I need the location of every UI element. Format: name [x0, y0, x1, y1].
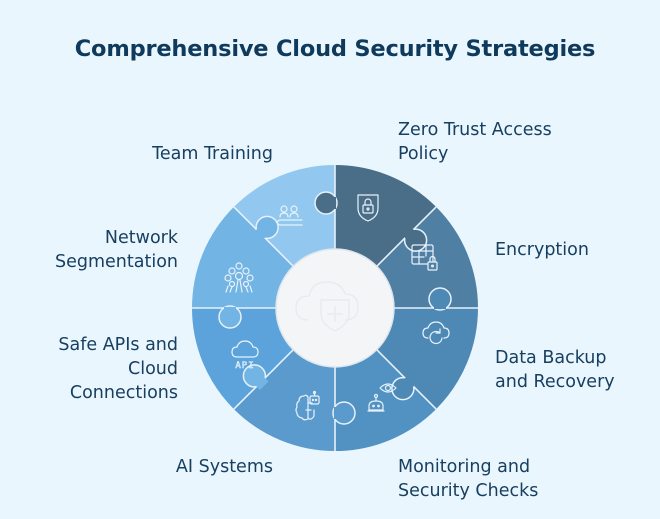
team-training-icon	[276, 205, 303, 226]
label-line: Team Training	[152, 144, 273, 164]
label-encryption: Encryption	[495, 238, 589, 262]
puzzle-tab	[242, 364, 267, 388]
label-data-backup: Data Backup and Recovery	[495, 346, 615, 394]
label-line: Security Checks	[398, 481, 539, 501]
label-line: Monitoring and	[398, 457, 531, 477]
segment-ai-systems	[233, 349, 335, 451]
segment-divider	[412, 385, 437, 410]
table-lock-icon	[411, 244, 438, 271]
segment-divider	[376, 349, 406, 379]
puzzle-tab-neck	[252, 228, 266, 242]
segment-zero-trust	[335, 165, 437, 267]
label-line: Zero Trust Access	[398, 120, 552, 140]
segment-monitoring	[335, 349, 437, 451]
puzzle-tab-neck	[404, 374, 418, 388]
label-line: Segmentation	[55, 252, 178, 272]
cloud-api-icon	[231, 340, 259, 358]
segment-safe-apis	[192, 308, 294, 410]
label-safe-apis: Safe APIs and Cloud Connections	[58, 333, 178, 405]
label-line: AI Systems	[175, 457, 273, 477]
segment-team-training	[233, 165, 335, 267]
puzzle-tab	[391, 376, 415, 401]
api-icon-text: API	[235, 361, 254, 371]
label-line: Cloud	[128, 359, 178, 379]
segment-data-backup	[376, 308, 478, 410]
segment-divider	[412, 206, 437, 231]
segment-encryption	[376, 206, 478, 308]
label-line: Encryption	[495, 240, 589, 260]
cloud-refresh-icon	[422, 321, 450, 345]
segment-divider	[264, 349, 294, 379]
segment-network-segmentation	[192, 206, 294, 308]
label-line: Safe APIs and	[58, 335, 178, 355]
label-ai-systems: AI Systems	[176, 455, 273, 479]
puzzle-tab-neck	[255, 377, 269, 391]
label-monitoring: Monitoring and Security Checks	[398, 455, 538, 503]
network-nodes-icon	[224, 262, 254, 293]
page-title: Comprehensive Cloud Security Strategies	[74, 36, 596, 62]
puzzle-tab	[255, 215, 279, 240]
segment-divider	[264, 237, 294, 267]
segment-divider	[376, 237, 406, 267]
segments-layer	[192, 165, 478, 451]
label-zero-trust: Zero Trust Access Policy	[398, 118, 552, 166]
shield-lock-icon	[357, 194, 379, 222]
robot-eye-icon	[367, 383, 397, 412]
label-network-segmentation: Network Segmentation	[55, 226, 178, 274]
label-line: Connections	[69, 383, 178, 403]
label-line: Network	[104, 228, 178, 248]
puzzle-tab-neck	[401, 225, 415, 239]
cloud-shield-icon	[295, 281, 359, 332]
segment-divider	[233, 385, 258, 410]
segment-divider	[233, 206, 258, 231]
brain-robot-icon	[295, 390, 320, 421]
label-line: and Recovery	[495, 372, 615, 392]
dividers-layer	[192, 165, 478, 451]
label-team-training: Team Training	[152, 142, 273, 166]
tabs-layer	[218, 191, 452, 425]
label-line: Data Backup	[495, 348, 607, 368]
label-line: Policy	[398, 144, 449, 164]
